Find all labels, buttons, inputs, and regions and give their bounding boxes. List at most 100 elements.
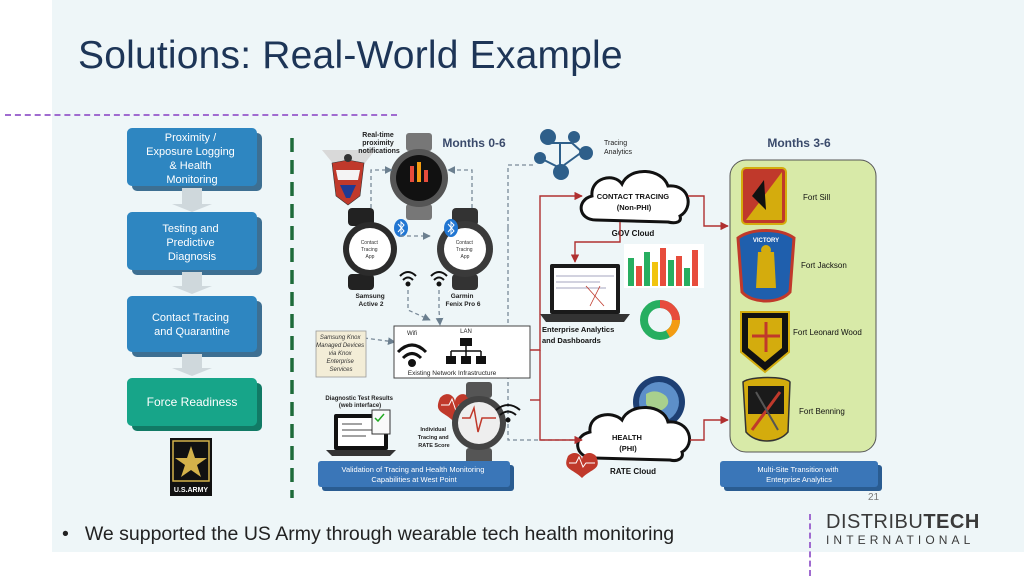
- enterprise-analytics-line-2: and Dashboards: [542, 336, 601, 345]
- svg-text:Real-time proximity: Real-time proximity notifications: [358, 132, 400, 155]
- diagnostic-line-2: (web interface): [339, 403, 381, 409]
- contact-tracing-line-2: (Non-PHI): [617, 203, 652, 212]
- wifi-small-icon-2: [430, 271, 448, 287]
- bluetooth-icon-right: [444, 219, 458, 237]
- fort-benning-label: Fort Benning: [799, 407, 845, 416]
- fort-leonard-wood-patch-icon: [740, 311, 790, 374]
- svg-text:CONTACT TRACING (Non-P: CONTACT TRACING (Non-PHI): [597, 192, 671, 212]
- step-1-line-1: Proximity /: [165, 132, 217, 144]
- bluetooth-icon-left: [394, 219, 408, 237]
- svg-text:Samsung Active 2: Samsung Active 2: [355, 293, 386, 308]
- svg-text:Diagnostic Test Results: Diagnostic Test Results (web interface): [325, 396, 394, 409]
- garmin-app-line-2: Tracing: [456, 247, 473, 253]
- step-1-line-4: Monitoring: [166, 174, 217, 186]
- health-line-1: HEALTH: [612, 433, 642, 442]
- svg-text:Proximity / Exposure L: Proximity / Exposure Logging & Health Mo…: [146, 132, 238, 186]
- multisite-line-1: Multi-Site Transition with: [757, 465, 838, 474]
- distributech-logo: DISTRIBUTECH INTERNATIONAL: [826, 511, 1016, 547]
- lan-label: LAN: [460, 329, 472, 335]
- contact-tracing-line-1: CONTACT TRACING: [597, 192, 670, 201]
- individual-line-2: Tracing and: [418, 435, 449, 441]
- garmin-label-1: Garmin: [451, 293, 474, 300]
- bullet-text: We supported the US Army through wearabl…: [84, 523, 675, 545]
- logo-line-2: INTERNATIONAL: [826, 533, 975, 547]
- dashboard-bar-chart: [624, 244, 704, 288]
- individual-line-3: RATE Score: [418, 443, 449, 449]
- step-2-line-1: Testing and: [162, 223, 218, 235]
- validation-banner: Validation of Tracing and Health Monitor…: [318, 461, 514, 491]
- svg-text:Enterprise Analytics and: Enterprise Analytics and Dashboards: [542, 325, 616, 345]
- victory-text: VICTORY: [753, 238, 779, 244]
- garmin-watch-icon: Contact Tracing App: [437, 208, 493, 290]
- months-3-6-label: Months 3-6: [767, 136, 831, 150]
- fort-leonard-wood-label: Fort Leonard Wood: [793, 328, 862, 337]
- validation-line-2: Capabilities at West Point: [371, 475, 457, 484]
- step-connector-3: [172, 354, 212, 376]
- page-title: Solutions: Real-World Example: [78, 34, 623, 77]
- knox-line-5: Services: [329, 367, 352, 373]
- diagnostic-laptop-icon: [326, 409, 396, 456]
- fort-jackson-label: Fort Jackson: [801, 261, 847, 270]
- individual-line-1: Individual: [420, 427, 446, 433]
- samsung-app-line-1: Contact: [361, 240, 379, 246]
- wifi-large-icon: [396, 343, 428, 367]
- title-divider: [5, 114, 397, 116]
- rate-cloud-label: RATE Cloud: [610, 467, 656, 476]
- svg-text:Tracing Analytics: Tracing Analytics: [604, 140, 633, 156]
- existing-network-label: Existing Network Infrastructure: [408, 370, 497, 377]
- tracing-analytics-line-2: Analytics: [604, 149, 633, 156]
- wifi-watch-icon: [495, 404, 521, 423]
- existing-network-box: Wifi LAN Existing Network Infrastructure: [393, 325, 531, 379]
- samsung-watch-icon: Contact Tracing App: [343, 208, 397, 290]
- step-1-line-2: Exposure Logging: [146, 146, 235, 158]
- realtime-line-1: Real-time: [362, 132, 394, 139]
- logo-tech: TECH: [923, 511, 980, 533]
- realtime-line-3: notifications: [358, 148, 400, 155]
- smartwatch-bottom-icon: [452, 382, 506, 464]
- health-cloud: HEALTH (PHI): [576, 406, 692, 462]
- lan-network-icon: [446, 338, 486, 364]
- logo-distribu: DISTRIBU: [826, 511, 924, 533]
- samsung-label-2: Active 2: [359, 301, 384, 308]
- step-3-line-2: and Quarantine: [154, 326, 230, 338]
- wifi-small-icon-1: [399, 271, 417, 287]
- tracing-analytics-line-1: Tracing: [604, 140, 627, 147]
- step-box-4: Force Readiness: [127, 378, 262, 431]
- fort-benning-patch-icon: [742, 376, 791, 442]
- smartwatch-top-icon: [390, 133, 448, 220]
- knox-line-1: Samsung Knox: [320, 335, 362, 341]
- step-connector-2: [172, 272, 212, 294]
- step-connector-1: [172, 188, 212, 212]
- logo-line-1: DISTRIBUTECH: [826, 511, 1016, 534]
- fort-sill-patch-icon: [741, 167, 787, 225]
- svg-text:Garmin Fenix Pro 6: Garmin Fenix Pro 6: [445, 293, 480, 308]
- fort-jackson-patch-icon: VICTORY: [736, 229, 796, 303]
- samsung-app-line-2: Tracing: [361, 247, 378, 253]
- svg-text:Samsung Knox Managed D: Samsung Knox Managed Devices via Knox En…: [316, 335, 366, 373]
- knox-managed-devices-box: Samsung Knox Managed Devices via Knox En…: [315, 330, 367, 378]
- svg-text:Contact Tracing: Contact Tracing App: [361, 240, 380, 260]
- data-flow-arrows: [530, 191, 729, 445]
- diagnostic-line-1: Diagnostic Test Results: [325, 396, 393, 402]
- west-point-crest-icon: [322, 150, 375, 206]
- tracing-analytics-icon: [534, 129, 593, 180]
- garmin-label-2: Fenix Pro 6: [445, 301, 480, 308]
- svg-text:Individual Tracing and: Individual Tracing and RATE Score: [418, 427, 450, 449]
- svg-text:Contact Tracing: Contact Tracing App: [456, 240, 475, 260]
- garmin-app-line-1: Contact: [456, 240, 474, 246]
- footer-divider: [809, 514, 811, 576]
- page-number: 21: [868, 492, 880, 503]
- us-army-logo: U.S.ARMY: [170, 438, 212, 496]
- step-2-line-2: Predictive: [166, 237, 214, 249]
- contact-tracing-cloud: CONTACT TRACING (Non-PHI): [579, 170, 690, 225]
- step-1-line-3: & Health: [169, 160, 211, 172]
- bullet-dot-icon: •: [62, 523, 69, 545]
- analytics-laptop-icon: [540, 264, 630, 322]
- gov-cloud-label: GOV Cloud: [612, 229, 655, 238]
- knox-line-3: via Knox: [329, 351, 353, 357]
- knox-line-4: Enterprise: [326, 359, 354, 365]
- step-4-line-1: Force Readiness: [147, 395, 238, 409]
- step-box-2: Testing and Predictive Diagnosis: [127, 212, 262, 275]
